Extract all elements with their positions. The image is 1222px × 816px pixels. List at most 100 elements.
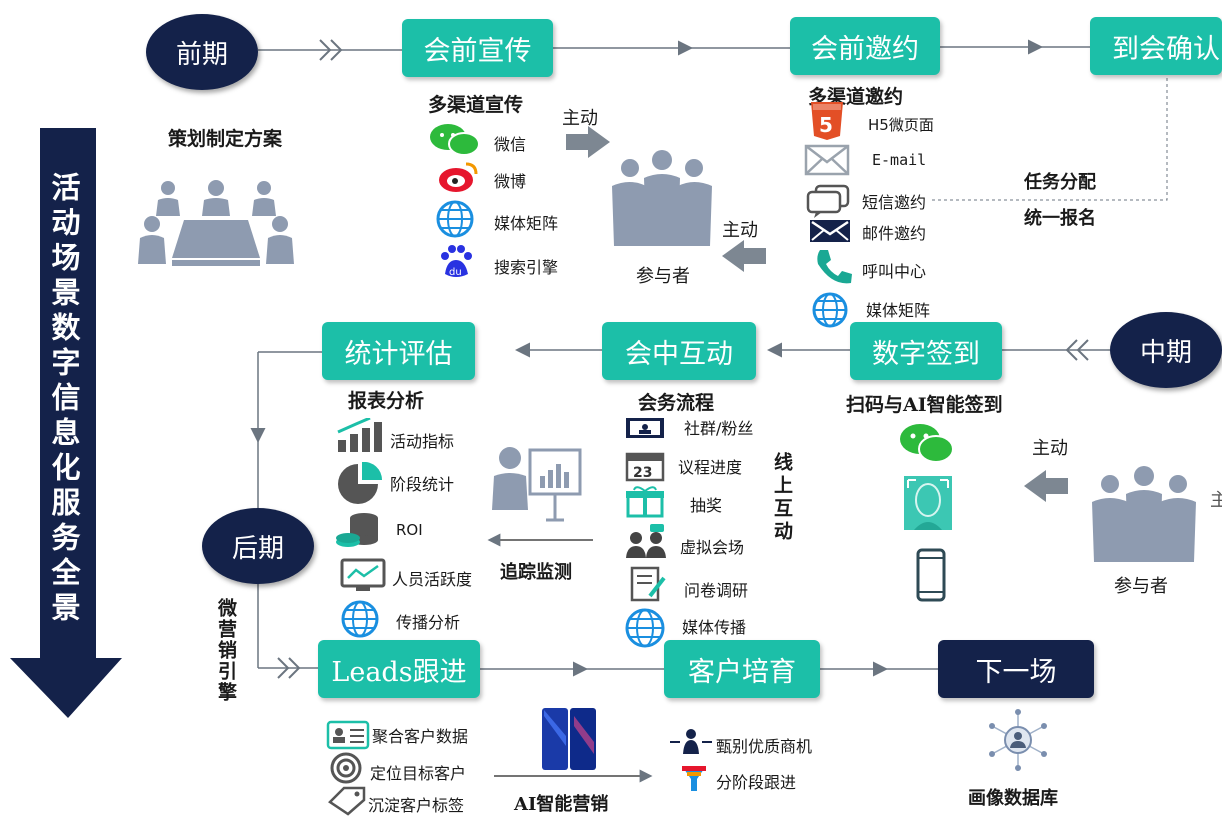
weibo-icon <box>439 162 478 192</box>
online-interaction: 线上互动 <box>771 452 793 544</box>
flow-item-6: 媒体传播 <box>682 618 747 637</box>
globe-icon <box>436 200 474 238</box>
phase-mid: 中期 <box>1110 312 1222 388</box>
report-head: 报表分析 <box>348 390 425 412</box>
pie-chart-icon <box>338 462 383 504</box>
leads-item-2: 定位目标客户 <box>370 764 467 783</box>
meeting-icon <box>138 180 294 266</box>
big-down-arrow <box>10 128 122 718</box>
signin-head: 扫码与AI智能签到 <box>846 394 1003 416</box>
coins-icon <box>336 513 378 547</box>
right-arrow-icon <box>566 126 610 158</box>
edge-cutoff-text: 主 <box>1210 490 1222 511</box>
flow-item-4: 虚拟会场 <box>680 538 745 557</box>
survey-icon <box>630 566 666 602</box>
smartphones-icon <box>542 708 596 770</box>
invite-item-2: E-mail <box>872 151 927 169</box>
box-interact: 会中互动 <box>602 322 756 380</box>
people-group-icon <box>1092 466 1196 562</box>
report-item-3: ROI <box>396 521 423 539</box>
phase-early: 前期 <box>146 14 258 90</box>
leads-item-3: 沉淀客户标签 <box>368 796 465 815</box>
monitor-icon <box>340 558 386 591</box>
flow-head: 会务流程 <box>638 392 715 414</box>
left-arrow-icon <box>722 240 766 272</box>
promo-item-4: 搜索引擎 <box>494 258 559 277</box>
participant-label: 参与者 <box>636 266 690 287</box>
plan-label: 策划制定方案 <box>168 128 283 150</box>
bar-chart-icon <box>337 418 382 452</box>
mail-invite-icon <box>810 220 850 242</box>
report-item-4: 人员活跃度 <box>392 570 473 589</box>
leads-item-1: 聚合客户数据 <box>372 727 469 746</box>
sms-icon <box>806 184 850 218</box>
face-recognition-icon <box>904 476 952 530</box>
participant-label: 参与者 <box>1114 576 1168 597</box>
globe-icon <box>812 292 848 328</box>
box-next: 下一场 <box>938 640 1094 698</box>
flow-item-2: 议程进度 <box>678 458 743 477</box>
micro-marketing-engine: 微营销引擎 <box>215 598 237 703</box>
report-item-1: 活动指标 <box>390 432 455 451</box>
wechat-icon <box>900 424 954 463</box>
filter-person-icon <box>670 729 712 754</box>
tag-icon <box>328 786 366 816</box>
globe-icon <box>341 600 379 638</box>
id-card-icon <box>326 720 370 750</box>
globe-icon <box>625 608 665 648</box>
active-label-3: 主动 <box>1032 438 1068 459</box>
flow-item-5: 问卷调研 <box>684 581 749 600</box>
box-stats: 统计评估 <box>322 322 475 380</box>
virtual-venue-icon <box>626 524 666 558</box>
network-profile-icon <box>989 709 1047 771</box>
box-invite: 会前邀约 <box>790 17 940 75</box>
invite-item-5: 呼叫中心 <box>862 262 927 281</box>
phone-device-icon <box>916 548 946 602</box>
email-icon <box>804 144 850 176</box>
svg-text:5: 5 <box>819 113 833 137</box>
promo-item-1: 微信 <box>494 135 527 154</box>
promo-head: 多渠道宣传 <box>428 94 524 116</box>
left-arrow-icon <box>1024 470 1068 502</box>
portrait-database: 画像数据库 <box>968 788 1058 809</box>
nurture-item-1: 甄别优质商机 <box>716 737 813 756</box>
active-label-2: 主动 <box>722 220 758 241</box>
nurture-item-2: 分阶段跟进 <box>716 773 797 792</box>
wechat-icon <box>430 124 480 156</box>
box-confirm: 到会确认 <box>1090 17 1222 75</box>
active-label-1: 主动 <box>562 108 598 129</box>
box-signin: 数字签到 <box>850 322 1002 380</box>
funnel-icon <box>682 766 706 791</box>
flow-item-3: 抽奖 <box>690 496 723 515</box>
box-nurture: 客户培育 <box>664 640 820 698</box>
html5-icon: 5 <box>811 102 843 140</box>
report-item-2: 阶段统计 <box>390 475 455 494</box>
phone-icon <box>817 250 852 284</box>
invite-item-4: 邮件邀约 <box>862 224 927 243</box>
promo-item-2: 微博 <box>494 172 527 191</box>
svg-text:23: 23 <box>633 465 652 481</box>
gift-icon <box>626 486 664 518</box>
flow-item-1: 社群/粉丝 <box>684 419 754 438</box>
invite-item-3: 短信邀约 <box>862 193 927 212</box>
task-assign: 任务分配 <box>1024 172 1096 193</box>
promo-item-3: 媒体矩阵 <box>494 214 559 233</box>
invite-item-1: H5微页面 <box>868 116 934 134</box>
people-group-icon <box>612 150 712 246</box>
report-item-5: 传播分析 <box>396 613 461 632</box>
phase-late: 后期 <box>202 508 314 584</box>
track-monitor: 追踪监测 <box>500 562 572 583</box>
ai-marketing: AI智能营销 <box>514 794 609 815</box>
baidu-icon: du <box>441 245 472 278</box>
calendar-icon: 23 <box>625 452 665 482</box>
box-leads: Leads跟进 <box>318 640 480 698</box>
presenter-icon <box>492 447 582 522</box>
unified-register: 统一报名 <box>1024 208 1096 229</box>
box-promo: 会前宣传 <box>402 19 553 77</box>
target-icon <box>330 752 362 784</box>
side-title: 活动场景数字信息化服务全景 <box>47 172 81 627</box>
svg-text:du: du <box>449 267 462 278</box>
community-icon <box>626 418 664 438</box>
invite-item-6: 媒体矩阵 <box>866 301 931 320</box>
